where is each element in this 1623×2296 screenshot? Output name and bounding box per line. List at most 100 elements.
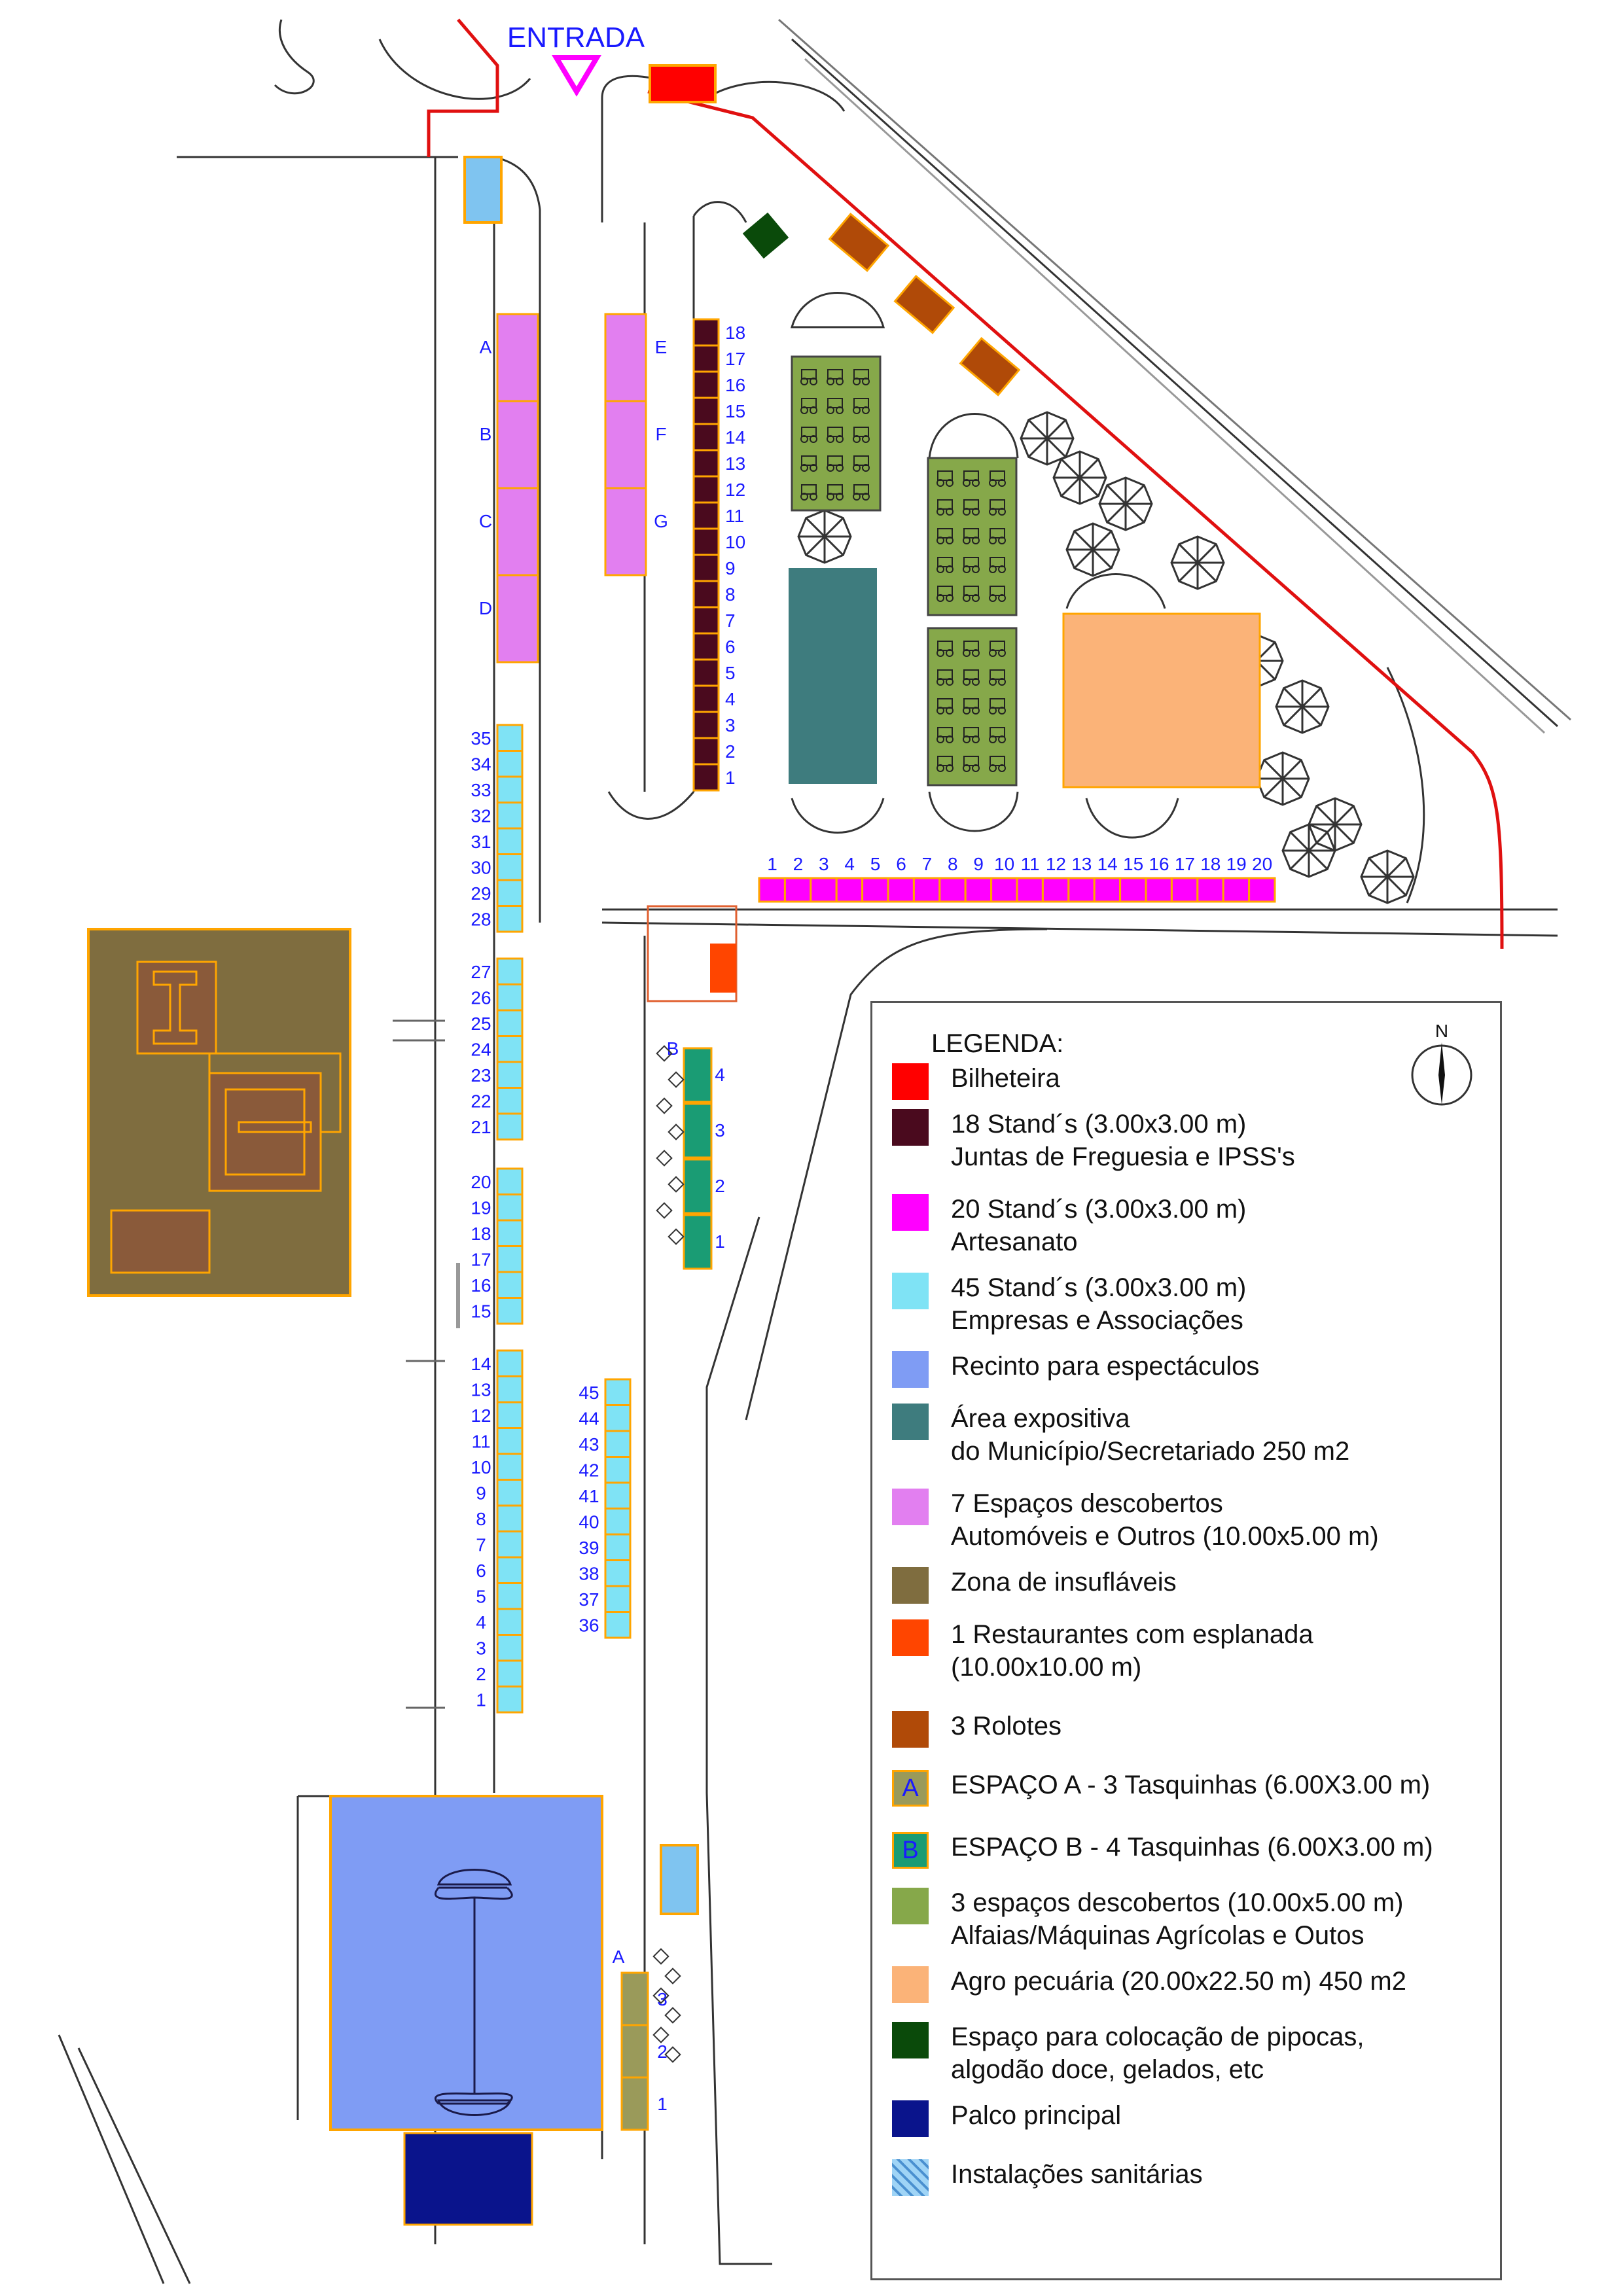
tractor-wheel <box>853 406 861 414</box>
legend-swatch-rolotes <box>892 1711 929 1748</box>
table-icon <box>656 1202 673 1219</box>
tractor-icon <box>801 369 817 380</box>
juntas-stand-number-4: 4 <box>725 689 736 709</box>
empresas-stand-number-24: 24 <box>471 1039 491 1059</box>
espaco-b-number-1: 1 <box>715 1231 725 1252</box>
tractor-wheel <box>972 537 980 544</box>
tractor-wheel <box>998 735 1006 743</box>
tree-branch <box>1060 458 1099 497</box>
espaco-a-number-3: 3 <box>657 1989 668 2009</box>
table-icon <box>652 1948 669 1965</box>
north-label: N <box>1435 1023 1448 1041</box>
table-icon <box>664 2046 681 2063</box>
legend-item-insuflaveis: Zona de insufláveis <box>892 1566 1177 1604</box>
espaco-b-tasquinha-4 <box>683 1047 713 1103</box>
empresas-stand-number-41: 41 <box>579 1486 599 1506</box>
legend-text-rolotes: 3 Rolotes <box>951 1712 1061 1740</box>
empresas-stand-number-38: 38 <box>579 1563 599 1583</box>
juntas-stand-1 <box>692 763 720 792</box>
empresas-stand-number-9: 9 <box>476 1483 486 1503</box>
empresas-stand-number-20: 20 <box>471 1172 491 1192</box>
juntas-stand-2 <box>692 737 720 766</box>
tractor-wheel <box>963 594 971 602</box>
legend-swatch-artesanato <box>892 1194 929 1231</box>
empresas-stand-number-40: 40 <box>579 1511 599 1532</box>
tractor-wheel <box>800 464 808 472</box>
legend-item-pipocas: Espaço para colocação de pipocas, algodã… <box>892 2021 1364 2086</box>
espaco-a-tasquinha-1 <box>620 2076 649 2131</box>
juntas-stand-8 <box>692 580 720 609</box>
empresas-stand-number-34: 34 <box>471 754 491 774</box>
tractor-wheel <box>972 508 980 516</box>
legend-swatch-recinto <box>892 1351 929 1388</box>
tractor-wheel <box>972 479 980 487</box>
legend-item-restaurante: 1 Restaurantes com esplanada (10.00x10.0… <box>892 1618 1313 1684</box>
empresas-stand-number-8: 8 <box>476 1509 486 1529</box>
legend-item-area_expositiva: Área expositiva do Município/Secretariad… <box>892 1402 1349 1468</box>
legend-item-artesanato: 20 Stand´s (3.00x3.00 m) Artesanato <box>892 1193 1246 1258</box>
tree-branch <box>1263 759 1302 798</box>
tractor-wheel <box>963 678 971 686</box>
empresas-stand-number-28: 28 <box>471 909 491 929</box>
empresas-stand-15 <box>496 1297 524 1325</box>
legend-swatch-juntas <box>892 1109 929 1146</box>
tractor-icon <box>990 698 1005 709</box>
espaco-descoberto-label-G: G <box>654 511 668 531</box>
empresas-stand-number-33: 33 <box>471 780 491 800</box>
tractor-wheel <box>827 464 834 472</box>
tractor-icon <box>990 669 1005 680</box>
tractor-wheel <box>998 537 1006 544</box>
table-icon <box>656 1150 673 1167</box>
tractor-icon <box>827 427 843 437</box>
tractor-wheel <box>972 594 980 602</box>
tents <box>791 292 1179 839</box>
tractor-wheel <box>836 493 844 501</box>
table-icon <box>668 1228 685 1245</box>
empresas-stand-32 <box>496 802 524 830</box>
tractor-wheel <box>946 764 954 772</box>
empresas-stand-22 <box>496 1087 524 1115</box>
legend-swatch-sanitarias <box>892 2159 929 2196</box>
empresas-stand-36 <box>604 1611 632 1639</box>
tractor-icon <box>853 398 869 408</box>
empresas-stand-number-32: 32 <box>471 805 491 826</box>
tractor-wheel <box>963 508 971 516</box>
tractor-wheel <box>810 378 817 385</box>
tractor-wheel <box>836 378 844 385</box>
tractor-wheel <box>936 735 944 743</box>
tractor-wheel <box>936 649 944 657</box>
tractor-icon <box>963 470 979 481</box>
tractor-wheel <box>836 435 844 443</box>
empresas-stand-29 <box>496 879 524 907</box>
artesanato-number-19: 19 <box>1226 854 1247 874</box>
juntas-stand-16 <box>692 370 720 399</box>
tractor-wheel <box>946 735 954 743</box>
tractor-wheel <box>998 479 1006 487</box>
tractor-wheel <box>810 464 817 472</box>
empresas-stand-number-31: 31 <box>471 832 491 852</box>
legend-swatch-alfaias <box>892 1888 929 1924</box>
legend-symbol-espaco_a: A <box>902 1774 919 1802</box>
empresas-stand-42 <box>604 1456 632 1484</box>
legend-swatch-espaco_b: B <box>892 1832 929 1869</box>
espaco-descoberto-label-E: E <box>655 337 668 357</box>
tractor-wheel <box>989 649 997 657</box>
espaco-descoberto-A <box>496 313 539 402</box>
artesanato-number-4: 4 <box>844 854 855 874</box>
legend-text-artesanato: 20 Stand´s (3.00x3.00 m) Artesanato <box>951 1195 1247 1256</box>
empresas-stand-number-42: 42 <box>579 1460 599 1480</box>
tractor-wheel <box>946 649 954 657</box>
tractor-wheel <box>853 493 861 501</box>
tractor-icon <box>937 756 953 766</box>
artesanato-number-6: 6 <box>896 854 906 874</box>
artesanato-stand-16 <box>1145 877 1173 903</box>
tractor-icon <box>963 557 979 567</box>
tractor-wheel <box>963 649 971 657</box>
tree-branch <box>1283 687 1322 726</box>
tractor-wheel <box>936 764 944 772</box>
empresas-stand-8 <box>496 1504 524 1532</box>
espaco-descoberto-label-F: F <box>655 424 666 444</box>
